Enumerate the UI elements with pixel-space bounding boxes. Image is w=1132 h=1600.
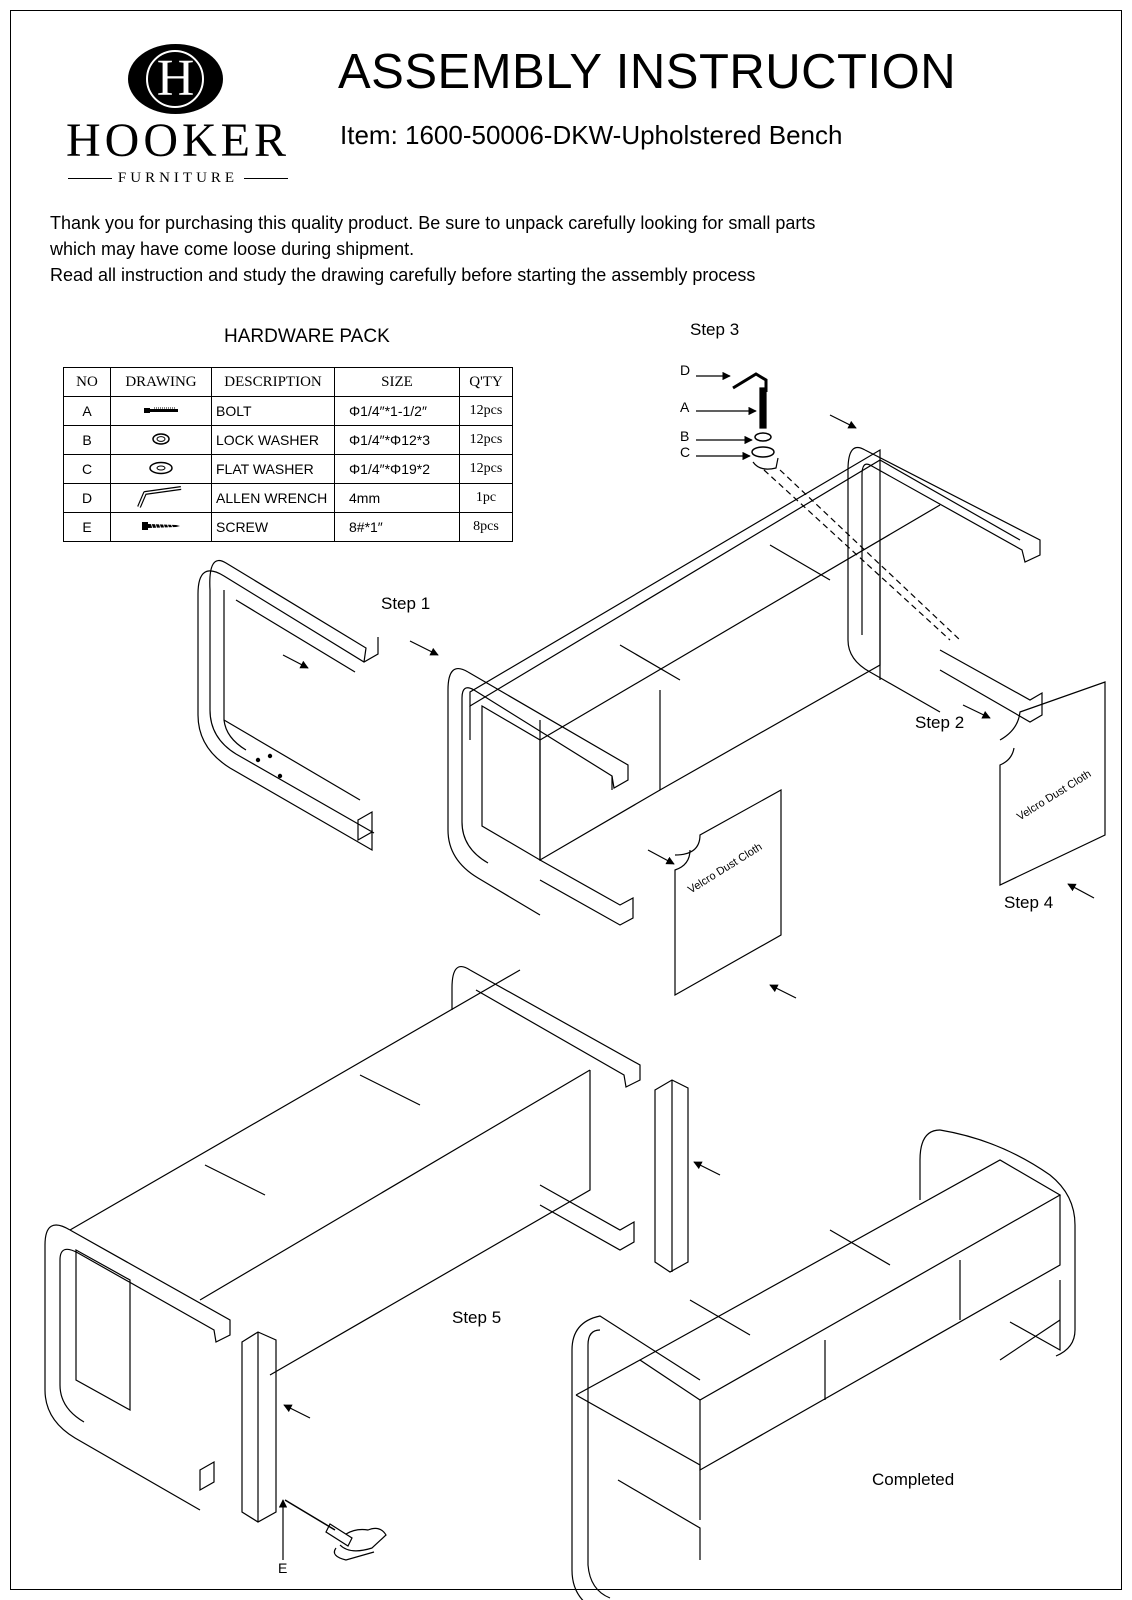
completed-label: Completed xyxy=(872,1470,955,1489)
screwdriver-hand-icon xyxy=(284,1499,387,1561)
dust-cloth-step2-right xyxy=(999,681,1106,886)
table-row: B LOCK WASHER Φ1/4″*Φ12*3 12pcs xyxy=(63,425,513,455)
leg-post-right xyxy=(654,1079,689,1273)
step3-hardware-stack xyxy=(696,371,779,470)
logo-letter: H xyxy=(156,50,195,107)
bench-body-step3 xyxy=(447,446,1043,926)
step-5-label: Step 5 xyxy=(452,1308,502,1327)
step-1-label: Step 1 xyxy=(381,594,431,613)
table-row: E SCREW 8#*1″ 8pcs xyxy=(63,512,513,542)
col-drawing: DRAWING xyxy=(110,367,212,397)
table-row: A BOLT Φ1/4″*1-1/2″ 12pcs xyxy=(63,396,513,426)
hooker-logo-icon: H xyxy=(128,44,223,114)
callout-a: A xyxy=(680,399,690,415)
brand-name: HOOKER xyxy=(66,114,290,167)
row-qty: 1pc xyxy=(459,483,513,513)
row-description: BOLT xyxy=(211,396,335,426)
intro-line-3: Read all instruction and study the drawi… xyxy=(50,265,756,285)
item-number: Item: 1600-50006-DKW-Upholstered Bench xyxy=(340,120,843,150)
row-no: B xyxy=(63,425,111,455)
row-description: FLAT WASHER xyxy=(211,454,335,484)
row-no: C xyxy=(63,454,111,484)
hardware-table: NO DRAWING DESCRIPTION SIZE Q'TY A BOLT … xyxy=(63,367,513,542)
page-title: ASSEMBLY INSTRUCTION xyxy=(338,45,957,99)
step-2-label: Step 2 xyxy=(915,713,965,732)
row-size: Φ1/4″*1-1/2″ xyxy=(334,396,460,426)
row-no: A xyxy=(63,396,111,426)
bench-body-step5 xyxy=(44,966,641,1511)
callout-c: C xyxy=(680,444,691,460)
intro-text: Thank you for purchasing this quality pr… xyxy=(50,210,815,288)
intro-line-1: Thank you for purchasing this quality pr… xyxy=(50,213,816,233)
row-size: 8#*1″ xyxy=(334,512,460,542)
step-4-label: Step 4 xyxy=(1004,893,1054,912)
hardware-pack-title: HARDWARE PACK xyxy=(224,326,390,347)
leg-frame-step1 xyxy=(197,559,379,852)
row-qty: 12pcs xyxy=(459,396,513,426)
col-qty: Q'TY xyxy=(459,367,513,397)
callout-e: E xyxy=(278,1560,288,1576)
leg-post-left xyxy=(241,1331,277,1523)
step-3-label: Step 3 xyxy=(690,320,740,339)
col-no: NO xyxy=(63,367,111,397)
allen-wrench-icon xyxy=(110,483,212,513)
completed-bench xyxy=(571,1129,1076,1600)
callout-b: B xyxy=(680,428,690,444)
row-no: D xyxy=(63,483,111,513)
row-description: LOCK WASHER xyxy=(211,425,335,455)
row-description: SCREW xyxy=(211,512,335,542)
callout-d: D xyxy=(680,362,691,378)
row-description: ALLEN WRENCH xyxy=(211,483,335,513)
dust-cloth-step4-left xyxy=(674,788,782,997)
intro-line-2: which may have come loose during shipmen… xyxy=(50,239,415,259)
row-qty: 8pcs xyxy=(459,512,513,542)
page-border xyxy=(10,10,1122,1590)
brand-subtitle: FURNITURE xyxy=(48,170,308,187)
brand-subtitle-text: FURNITURE xyxy=(117,170,239,186)
